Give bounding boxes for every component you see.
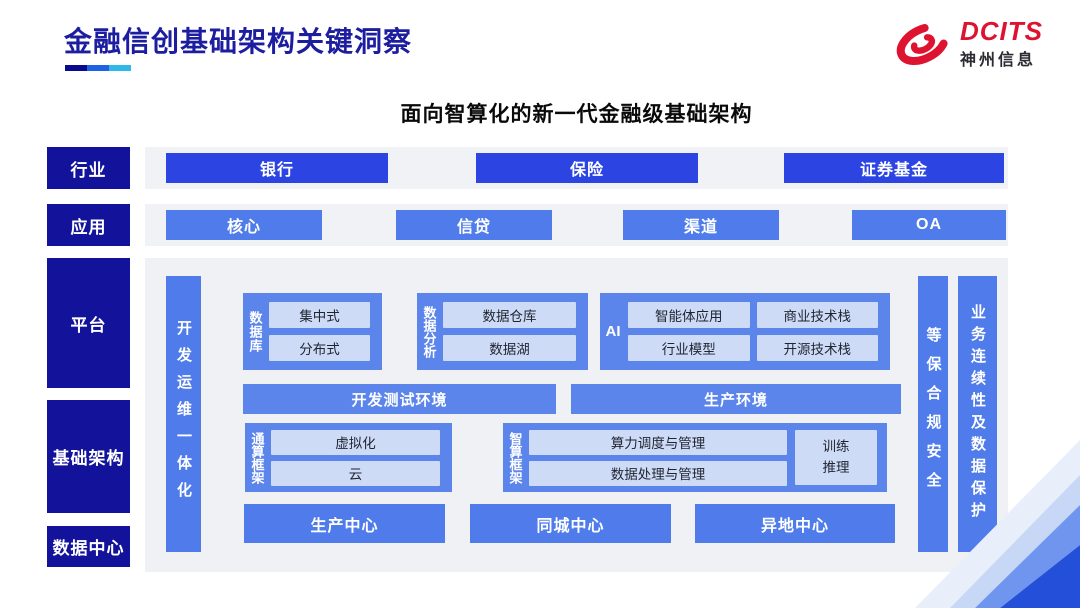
industry-item-insurance: 保险 (476, 153, 698, 183)
chip-data-warehouse: 数据仓库 (443, 302, 576, 328)
chip-agent-app: 智能体应用 (628, 302, 750, 328)
page-title: 金融信创基础架构关键洞察 (64, 26, 413, 57)
logo-company: 神州信息 (960, 51, 1037, 69)
devops-bar: 开发运维一体化 (166, 276, 201, 552)
industry-item-bank: 银行 (166, 153, 388, 183)
chip-commercial-stack: 商业技术栈 (756, 302, 878, 328)
chip-train-infer: 训练推理 (795, 430, 877, 485)
group-analytics-label: 数据分析 (421, 305, 437, 358)
title-underline (65, 65, 131, 71)
env-bar-devtest: 开发测试环境 (243, 384, 556, 414)
group-analytics: 数据分析 数据仓库 数据湖 (417, 293, 588, 370)
chip-cloud: 云 (271, 460, 440, 486)
app-item-credit: 信贷 (396, 210, 552, 240)
row-label-platform: 平台 (47, 258, 130, 388)
chip-centralized: 集中式 (269, 302, 370, 328)
diagram-title: 面向智算化的新一代金融级基础架构 (400, 103, 753, 126)
chip-distributed: 分布式 (269, 335, 370, 361)
group-intelligent-framework-label: 智算框架 (507, 431, 523, 484)
group-general-framework-label: 通算框架 (249, 431, 265, 484)
chip-opensource-stack: 开源技术栈 (756, 335, 878, 361)
security-compliance-bar: 等保合规安全 (918, 276, 948, 552)
industry-item-securities: 证券基金 (784, 153, 1004, 183)
chip-compute-scheduling: 算力调度与管理 (529, 429, 787, 455)
center-same-city: 同城中心 (470, 504, 671, 543)
center-production: 生产中心 (244, 504, 445, 543)
chip-virtualization: 虚拟化 (271, 429, 440, 455)
group-database-label: 数据库 (247, 310, 263, 353)
app-item-core: 核心 (166, 210, 322, 240)
dcits-logo: DCITS 神州信息 (891, 16, 1043, 72)
row-label-datacenter: 数据中心 (47, 526, 130, 567)
row-label-infrastructure: 基础架构 (47, 400, 130, 513)
chip-industry-model: 行业模型 (628, 335, 750, 361)
app-item-channel: 渠道 (623, 210, 779, 240)
continuity-protection-bar: 业务连续性及数据保护 (958, 276, 997, 552)
chip-data-processing: 数据处理与管理 (529, 460, 787, 486)
group-database: 数据库 集中式 分布式 (243, 293, 382, 370)
group-ai: AI 智能体应用 商业技术栈 行业模型 开源技术栈 (600, 293, 890, 370)
center-remote: 异地中心 (695, 504, 895, 543)
chip-data-lake: 数据湖 (443, 335, 576, 361)
group-general-framework: 通算框架 虚拟化 云 (245, 423, 452, 492)
corner-decoration (915, 440, 1080, 608)
row-label-application: 应用 (47, 204, 130, 246)
group-ai-label: AI (605, 323, 621, 340)
row-label-industry: 行业 (47, 147, 130, 189)
logo-brand: DCITS (960, 16, 1043, 47)
app-item-oa: OA (852, 210, 1006, 240)
env-bar-production: 生产环境 (571, 384, 901, 414)
group-intelligent-framework: 智算框架 算力调度与管理 数据处理与管理 训练推理 (503, 423, 887, 492)
dcits-swirl-icon (896, 23, 950, 65)
